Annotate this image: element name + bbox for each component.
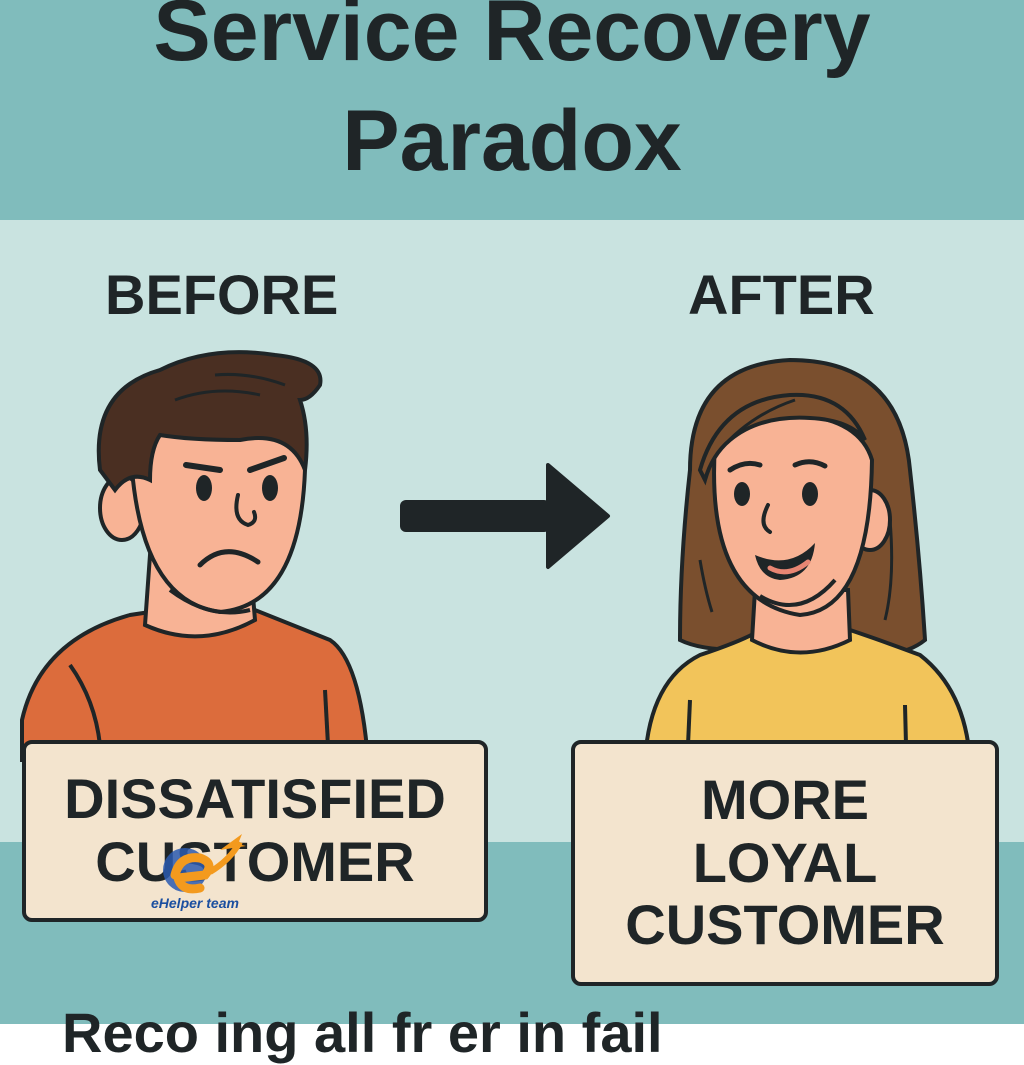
sign-left-line-2: CUSTOMER (95, 830, 415, 893)
illustration-scene (20, 350, 973, 762)
loyal-customer-sign: MORE LOYAL CUSTOMER (571, 740, 999, 986)
sign-left-line-1: DISSATISFIED (64, 767, 446, 831)
sign-right-line-3: CUSTOMER (625, 893, 945, 957)
after-heading: AFTER (688, 263, 875, 326)
header-band (0, 0, 1024, 220)
right-arrow-icon (400, 463, 610, 569)
page-title-line-1: Service Recovery (153, 0, 871, 79)
sign-right-line-1: MORE (701, 767, 869, 831)
before-heading: BEFORE (105, 263, 339, 326)
bottom-caption: Reco ing all fr er in fail (62, 1001, 663, 1064)
page-title-line-2: Paradox (342, 93, 682, 189)
sign-right-line-2: LOYAL (692, 830, 878, 894)
watermark-text: eHelper team (151, 895, 239, 911)
dissatisfied-man-illustration (20, 350, 371, 762)
ehelper-logo-icon (163, 834, 246, 894)
dissatisfied-customer-sign: DISSATISFIED CUSTOMER (22, 740, 488, 922)
loyal-woman-illustration (642, 357, 973, 762)
